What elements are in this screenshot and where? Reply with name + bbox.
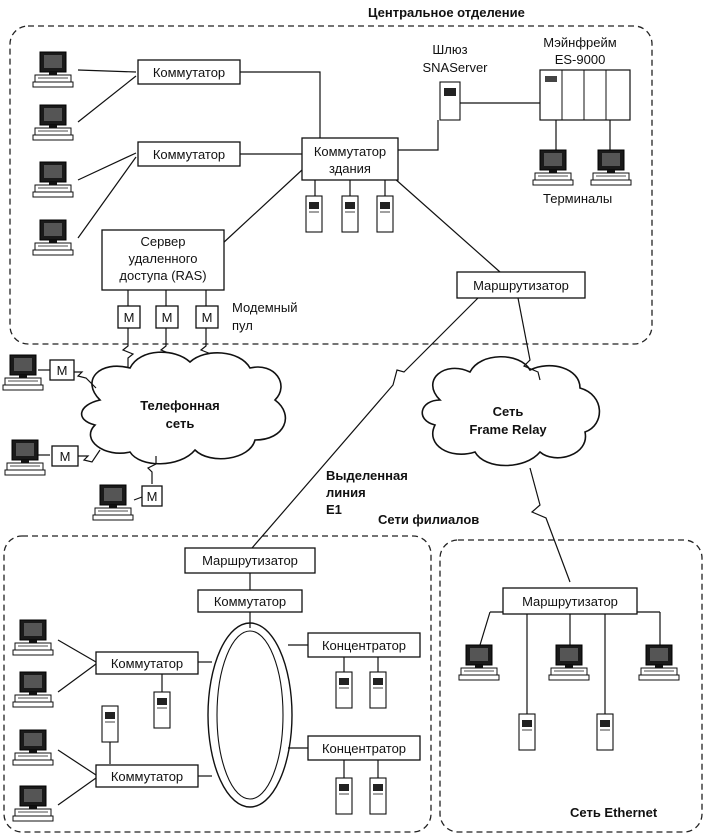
remote-links — [38, 369, 157, 501]
server-icon — [101, 705, 119, 743]
remote-pc-icon — [4, 439, 46, 476]
modem-label: М — [57, 363, 68, 378]
branch-switch-a-box — [95, 651, 199, 675]
terminal-icon — [590, 149, 632, 186]
branch-switch-top-box — [197, 589, 303, 613]
pc-icon — [638, 644, 680, 681]
ras-label-3: доступа (RAS) — [119, 268, 206, 283]
server-icon — [335, 671, 353, 709]
branch-left-links — [57, 573, 379, 808]
ras-label-2: удаленного — [129, 251, 198, 266]
modem-pool-label-2: пул — [232, 318, 253, 333]
building-switch-label-2: здания — [329, 161, 371, 176]
leased-line-label-1: Выделенная — [326, 468, 408, 483]
server-icon — [335, 777, 353, 815]
hub-a-box — [307, 632, 421, 658]
remote-pc-icon — [92, 484, 134, 521]
branch-switch-b-label: Коммутатор — [111, 769, 183, 784]
building-switch-box — [301, 137, 399, 181]
modem-label: М — [124, 310, 135, 325]
pc-icon — [12, 729, 54, 766]
switch-middle-box — [137, 141, 241, 167]
gateway-server-icon — [439, 81, 461, 121]
server-icon — [376, 195, 394, 233]
branch-right-region — [439, 539, 703, 833]
modem-label: М — [147, 489, 158, 504]
ethernet-router-box — [502, 587, 638, 615]
server-icon — [369, 777, 387, 815]
branch-switch-top-label: Коммутатор — [214, 594, 286, 609]
server-icon — [305, 195, 323, 233]
ethernet-router-label: Маршрутизатор — [522, 594, 618, 609]
pc-icon — [32, 104, 74, 141]
central-router-box — [456, 271, 586, 299]
pc-icon — [32, 161, 74, 198]
building-switch-label-1: Коммутатор — [314, 144, 386, 159]
terminal-icon — [532, 149, 574, 186]
phone-network-label-1: Телефонная — [140, 398, 220, 413]
modem-box — [117, 305, 141, 329]
remote-pc-icon — [2, 354, 44, 391]
modem-box — [49, 359, 75, 381]
branch-router-label: Маршрутизатор — [202, 553, 298, 568]
modem-label: М — [162, 310, 173, 325]
server-icon — [518, 713, 536, 751]
central-links — [77, 69, 611, 372]
server-icon — [369, 671, 387, 709]
gateway-label-2: SNAServer — [422, 60, 488, 75]
pc-icon — [12, 671, 54, 708]
gateway-label-1: Шлюз — [432, 42, 467, 57]
pc-icon — [548, 644, 590, 681]
modem-box — [141, 485, 163, 507]
frame-relay-label-1: Сеть — [493, 404, 524, 419]
ethernet-network-title: Сеть Ethernet — [570, 805, 658, 820]
pc-icon — [12, 619, 54, 656]
pc-icon — [32, 51, 74, 88]
server-icon — [341, 195, 359, 233]
phone-network-label-2: сеть — [166, 416, 195, 431]
branch-router-box — [184, 547, 316, 574]
server-icon — [596, 713, 614, 751]
ras-server-box — [101, 229, 225, 291]
frame-relay-cloud — [421, 355, 601, 467]
central-office-region — [9, 25, 653, 345]
pc-icon — [12, 785, 54, 822]
mainframe-label-2: ES-9000 — [555, 52, 606, 67]
hub-b-box — [307, 735, 421, 761]
leased-line-label-2: линия — [326, 485, 366, 500]
branch-left-region — [3, 535, 432, 833]
central-router-label: Маршрутизатор — [473, 278, 569, 293]
modem-label: М — [60, 449, 71, 464]
branch-switch-a-label: Коммутатор — [111, 656, 183, 671]
switch-top-box — [137, 59, 241, 85]
wan-links — [251, 297, 571, 583]
modem-box — [155, 305, 179, 329]
mainframe-icon — [539, 69, 631, 121]
pc-icon — [32, 219, 74, 256]
modem-box — [195, 305, 219, 329]
terminals-label: Терминалы — [543, 191, 612, 206]
switch-top-label: Коммутатор — [153, 65, 225, 80]
branch-switch-b-box — [95, 764, 199, 788]
central-office-title: Центральное отделение — [368, 5, 525, 20]
switch-middle-label: Коммутатор — [153, 147, 225, 162]
pc-icon — [458, 644, 500, 681]
modem-box — [51, 445, 79, 467]
ras-label-1: Сервер — [140, 234, 185, 249]
server-icon — [153, 691, 171, 729]
modem-pool-label-1: Модемный — [232, 300, 297, 315]
hub-a-label: Концентратор — [322, 638, 406, 653]
leased-line-label-3: E1 — [326, 502, 342, 517]
branch-networks-title: Сети филиалов — [378, 512, 479, 527]
frame-relay-label-2: Frame Relay — [469, 422, 547, 437]
mainframe-label-1: Мэйнфрейм — [543, 35, 616, 50]
hub-b-label: Концентратор — [322, 741, 406, 756]
modem-label: М — [202, 310, 213, 325]
phone-network-cloud — [80, 351, 287, 465]
